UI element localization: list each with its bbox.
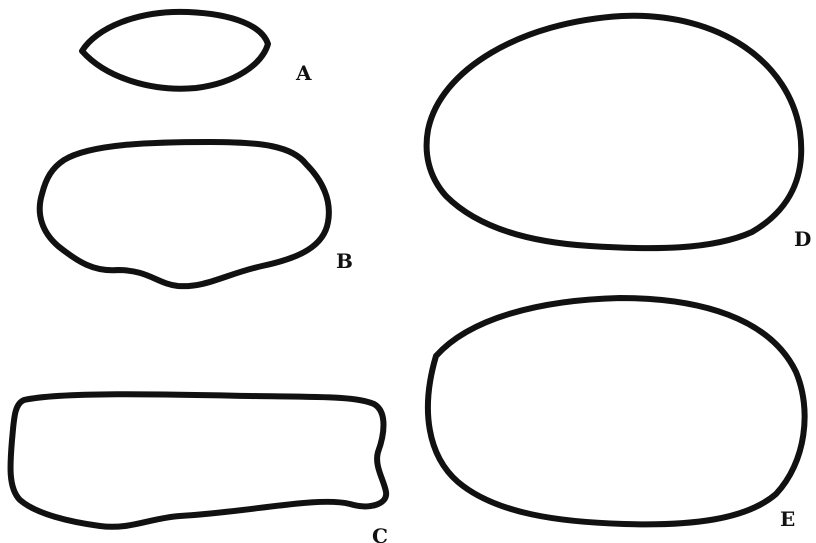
shape-c-outline: [10, 394, 386, 527]
shape-a-label: A: [295, 61, 312, 85]
shape-e-label: E: [780, 507, 795, 531]
shape-d-label: D: [794, 227, 811, 251]
shape-c-label: C: [372, 524, 388, 543]
shape-e-outline: [428, 298, 805, 524]
shape-e: E: [428, 298, 805, 531]
shape-a-outline: [82, 12, 268, 89]
shape-b: B: [40, 142, 353, 286]
shape-b-outline: [40, 142, 329, 286]
shape-a: A: [82, 12, 312, 89]
shape-d: D: [427, 16, 812, 251]
shape-d-outline: [427, 16, 802, 248]
shape-c: C: [10, 394, 387, 543]
shape-b-label: B: [336, 249, 353, 273]
